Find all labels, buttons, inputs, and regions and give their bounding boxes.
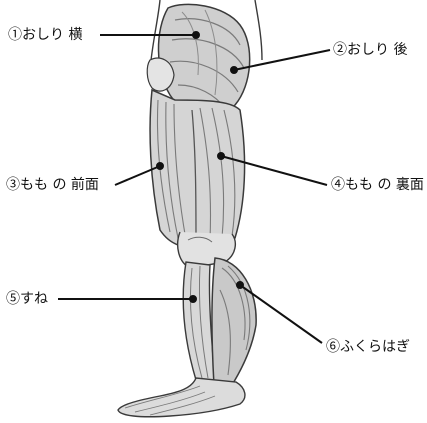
label-hip-side: ①おしり 横 [8, 27, 82, 43]
label-thigh-front: ③もも の 前面 [6, 177, 99, 193]
leader-dot-shin [190, 296, 196, 302]
leader-dot-hip-back [231, 67, 237, 73]
label-calf: ⑥ふくらはぎ [326, 339, 410, 355]
label-thigh-back: ④もも の 裏面 [331, 177, 424, 193]
leader-dot-thigh-front [157, 163, 163, 169]
leader-dot-calf [237, 282, 243, 288]
leader-dot-thigh-back [218, 153, 224, 159]
thigh-muscles [150, 90, 245, 247]
label-shin: ⑤すね [6, 291, 48, 307]
leader-dot-hip-side [193, 32, 199, 38]
label-hip-back: ②おしり 後 [333, 42, 407, 58]
